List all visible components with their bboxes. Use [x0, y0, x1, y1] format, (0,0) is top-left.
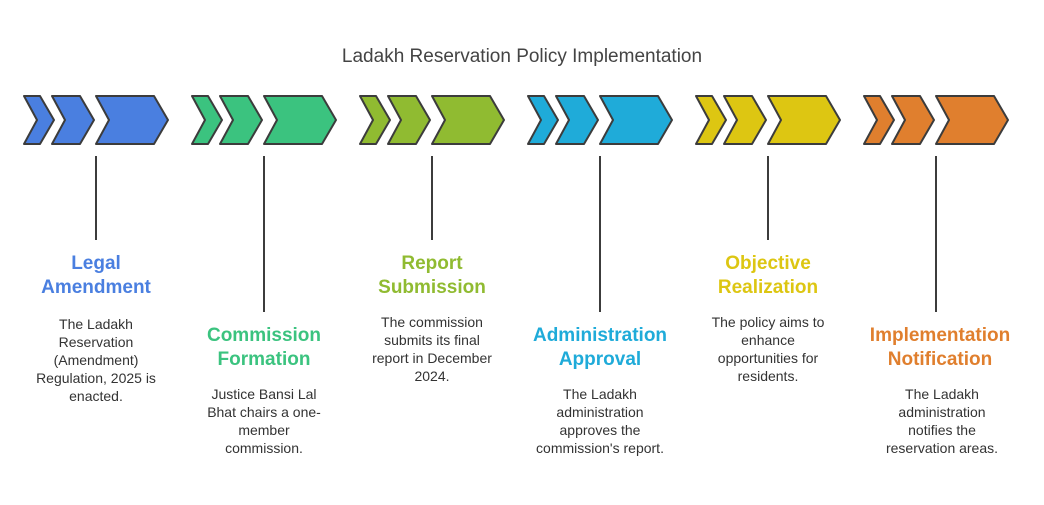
step-5-chevron [723, 95, 767, 145]
step-6-heading-line2: Notification [887, 349, 993, 370]
step-3-heading-line2: Submission [378, 277, 486, 298]
step-6-desc-line: administration [898, 404, 986, 420]
step-1-heading: Legal Amendment [6, 252, 186, 300]
step-3-chevron [359, 95, 391, 145]
step-4-chevron [555, 95, 599, 145]
step-2-desc-line: Bhat chairs a one- [207, 404, 321, 420]
step-4-desc-line: The Ladakh [563, 386, 637, 402]
step-6-chevron [891, 95, 935, 145]
step-5-desc-line: enhance [741, 332, 795, 348]
step-3-desc-line: submits its final [384, 332, 480, 348]
step-3-chevron [387, 95, 431, 145]
step-3-chevron [431, 95, 505, 145]
step-3-desc-line: The commission [381, 314, 483, 330]
step-2-description: Justice Bansi Lal Bhat chairs a one- mem… [184, 385, 344, 457]
step-4-chevron [527, 95, 559, 145]
step-5-chevron [767, 95, 841, 145]
diagram-title: Ladakh Reservation Policy Implementation [341, 46, 703, 67]
step-1-heading-line1: Legal [71, 253, 121, 274]
step-3-description: The commission submits its final report … [352, 313, 512, 385]
step-5-description: The policy aims to enhance opportunities… [688, 313, 848, 385]
step-2-chevron [219, 95, 263, 145]
step-1-chevron [23, 95, 55, 145]
step-1-desc-line: Regulation, 2025 is [36, 370, 156, 386]
step-5-heading-line2: Realization [717, 277, 819, 298]
step-4-desc-line: commission's report. [536, 440, 664, 456]
step-6-heading-line1: Implementation [869, 325, 1011, 346]
step-2-heading: Commission Formation [174, 324, 354, 372]
step-5-chevron [695, 95, 727, 145]
step-1-desc-line: Reservation [58, 334, 134, 350]
step-5-heading-line1: Objective [725, 253, 811, 274]
step-5-desc-line: residents. [737, 368, 799, 384]
step-5-desc-line: opportunities for [717, 350, 819, 366]
step-1-desc-line: enacted. [69, 388, 123, 404]
step-5-heading: Objective Realization [678, 252, 858, 300]
step-6-desc-line: reservation areas. [885, 440, 999, 456]
step-4-desc-line: administration [556, 404, 644, 420]
step-3-desc-line: report in December [372, 350, 492, 366]
step-4-heading-line1: Administration [532, 325, 668, 346]
step-4-heading: Administration Approval [510, 324, 690, 372]
step-5-desc-line: The policy aims to [711, 314, 825, 330]
step-3-desc-line: 2024. [414, 368, 450, 384]
step-4-description: The Ladakh administration approves the c… [520, 385, 680, 457]
step-6-desc-line: notifies the [908, 422, 976, 438]
step-2-heading-line2: Formation [217, 349, 311, 370]
step-1-description: The Ladakh Reservation (Amendment) Regul… [16, 315, 176, 405]
step-6-chevron [863, 95, 895, 145]
step-6-description: The Ladakh administration notifies the r… [862, 385, 1022, 457]
step-1-heading-line2: Amendment [41, 277, 151, 298]
step-1-desc-line: The Ladakh [59, 316, 133, 332]
step-6-chevron [935, 95, 1009, 145]
step-1-chevron [51, 95, 95, 145]
step-2-desc-line: member [238, 422, 290, 438]
step-4-chevron [599, 95, 673, 145]
step-1-desc-line: (Amendment) [53, 352, 139, 368]
step-4-heading-line2: Approval [558, 349, 642, 370]
step-6-desc-line: The Ladakh [905, 386, 979, 402]
step-2-desc-line: Justice Bansi Lal [211, 386, 317, 402]
step-4-desc-line: approves the [559, 422, 641, 438]
step-2-heading-line1: Commission [206, 325, 322, 346]
step-1-chevron [95, 95, 169, 145]
step-3-heading-line1: Report [401, 253, 463, 274]
step-2-chevron [191, 95, 223, 145]
step-3-heading: Report Submission [342, 252, 522, 300]
step-6-heading: Implementation Notification [850, 324, 1030, 372]
step-2-desc-line: commission. [225, 440, 303, 456]
step-2-chevron [263, 95, 337, 145]
